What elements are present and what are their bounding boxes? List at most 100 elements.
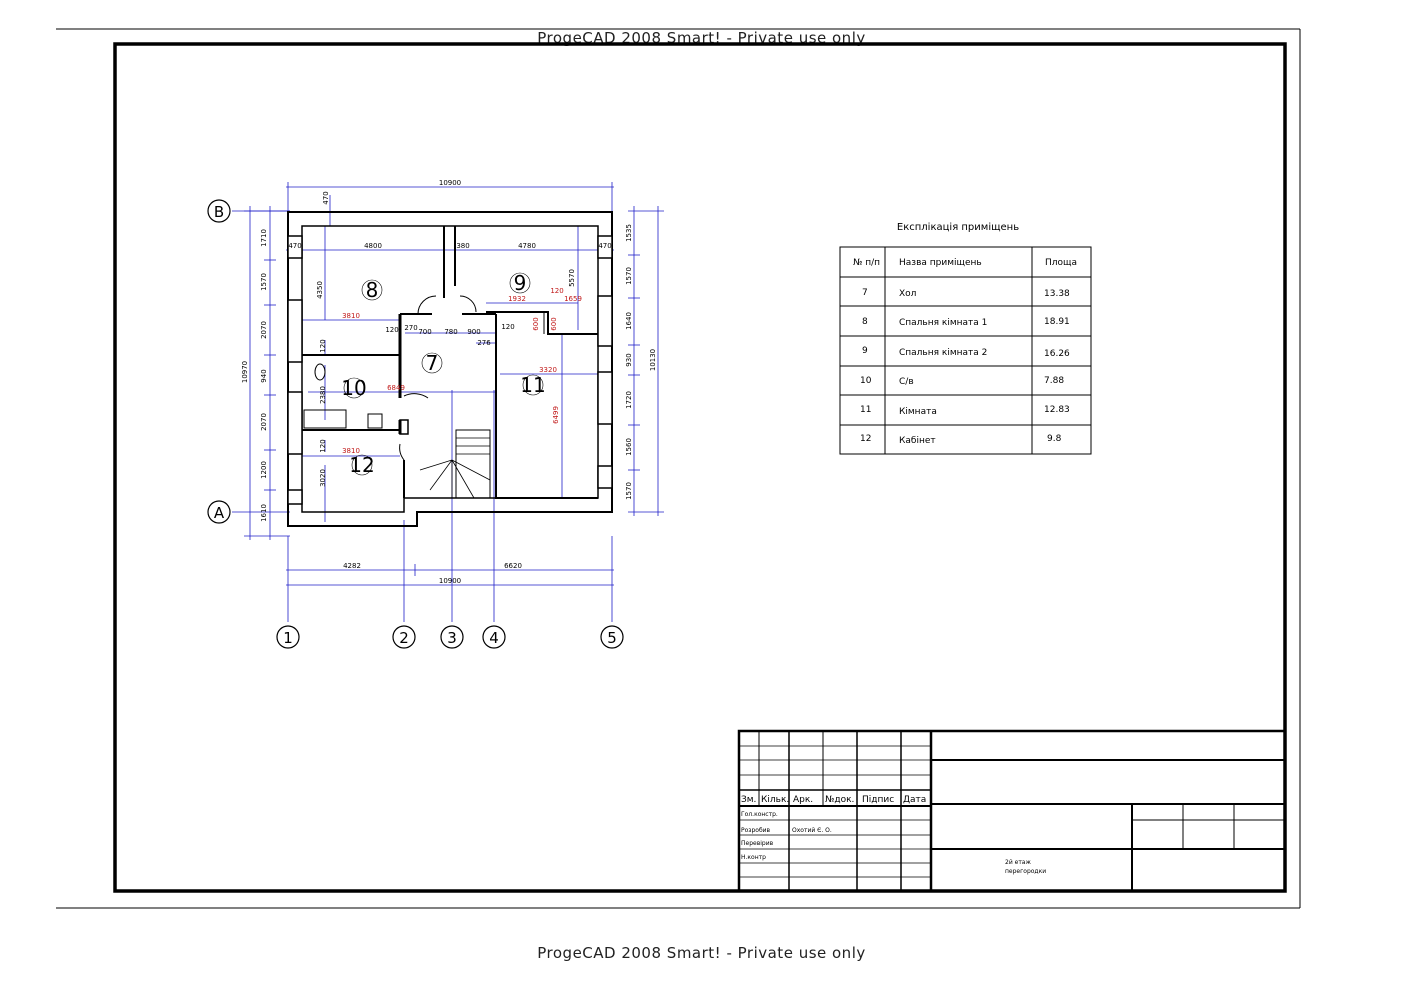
axis-bubble-1 (276, 625, 300, 649)
floor-plan: 8 9 7 10 11 12 В А 1 2 3 (207, 179, 664, 649)
table-header-num: № п/п (853, 258, 880, 268)
dim-text: 4780 (518, 242, 536, 250)
title-block-role: Перевірив (741, 840, 774, 847)
table-cell: 16.26 (1044, 349, 1070, 359)
explication-table: Експлікація приміщень № п/п Назва приміщ… (839, 221, 1092, 455)
axis-label-4: 4 (489, 629, 499, 647)
room-number-7: 7 (426, 351, 439, 375)
table-cell: 11 (860, 405, 871, 415)
dim-text: 940 (260, 369, 268, 382)
dim-text: 470 (322, 191, 330, 204)
axis-label-3: 3 (447, 629, 457, 647)
dim-text: 780 (444, 328, 457, 336)
dim-text: 1535 (625, 224, 633, 242)
room-number-11: 11 (520, 373, 545, 397)
title-block: Зм. Кільк. Арк. №док. Підпис Дата Гол.ко… (737, 729, 1287, 893)
dim-text: 1610 (260, 504, 268, 522)
dim-text: 1570 (625, 267, 633, 285)
table-header-name: Назва приміщень (899, 258, 982, 268)
table-header-area: Площа (1045, 258, 1077, 268)
sheet-title-line-1: 2й етаж (1005, 859, 1031, 866)
dim-text: 120 (501, 323, 514, 331)
table-cell: 12 (860, 434, 871, 444)
dim-text: 276 (477, 339, 491, 347)
table-cell: 9 (862, 346, 868, 356)
dim-text-red: 3810 (342, 312, 360, 320)
dim-text-red: 6849 (387, 384, 405, 392)
dim-text: 1200 (260, 461, 268, 479)
table-cell: С/в (899, 377, 914, 387)
axis-bubble-5 (600, 625, 624, 649)
dim-text: 1640 (625, 312, 633, 330)
explication-title: Експлікація приміщень (897, 221, 1019, 233)
axis-label-1: 1 (283, 629, 293, 647)
dim-text: 2380 (319, 386, 327, 404)
axis-label-2: 2 (399, 629, 409, 647)
dim-text: 700 (418, 328, 431, 336)
table-cell: Спальня кімната 2 (899, 348, 987, 358)
dim-text: 6620 (504, 562, 522, 570)
title-block-header: Кільк. (761, 795, 789, 805)
title-block-header: Арк. (793, 795, 813, 805)
sheet-frame (113, 42, 1287, 893)
table-cell: 12.83 (1044, 405, 1070, 415)
axis-bubble-a (207, 500, 231, 524)
title-block-role: Розробив (741, 827, 771, 834)
title-block-header: №док. (825, 795, 854, 805)
dim-text: 470 (598, 242, 611, 250)
table-cell: Кабінет (899, 436, 936, 446)
table-cell: 13.38 (1044, 289, 1070, 299)
axis-bubble-3 (440, 625, 464, 649)
dim-text: 1560 (625, 438, 633, 456)
developer-name: Охотий Є. О. (792, 827, 832, 834)
dim-text: 930 (625, 353, 633, 366)
table-cell: 7 (862, 288, 868, 298)
dim-text: 3020 (319, 469, 327, 487)
table-cell: Спальня кімната 1 (899, 318, 987, 328)
title-block-header: Підпис (862, 795, 894, 805)
dim-text: 4350 (316, 281, 324, 299)
dim-text: 10900 (439, 179, 461, 187)
table-cell: Хол (899, 289, 916, 299)
dim-text-red: 1659 (564, 295, 582, 303)
dim-text-red: 6499 (552, 406, 560, 424)
title-block-header: Дата (903, 795, 926, 805)
dim-text: 120 (385, 326, 398, 334)
table-cell: 8 (862, 317, 868, 327)
axis-bubble-v (207, 199, 231, 223)
dim-text: 2070 (260, 321, 268, 339)
table-cell: 18.91 (1044, 317, 1070, 327)
dim-text-red: 3810 (342, 447, 360, 455)
room-number-9: 9 (514, 271, 527, 295)
dim-text: 5570 (568, 269, 576, 287)
table-cell: 10 (860, 376, 872, 386)
dim-text-red: 120 (550, 287, 563, 295)
dim-text-red: 1932 (508, 295, 526, 303)
title-block-role: Н.контр (741, 854, 766, 861)
dim-text-red: 3320 (539, 366, 557, 374)
dim-text: 1710 (260, 229, 268, 247)
dim-text-red: 600 (550, 317, 558, 330)
room-number-8: 8 (366, 278, 379, 302)
walls (287, 211, 613, 527)
axis-label-5: 5 (607, 629, 617, 647)
axis-bubble-2 (392, 625, 416, 649)
dim-text: 120 (319, 339, 327, 352)
room-number-10: 10 (341, 376, 366, 400)
sheet-title-line-2: перегородки (1005, 868, 1046, 875)
dim-text: 1570 (625, 482, 633, 500)
dim-text: 4282 (343, 562, 361, 570)
dim-text: 10130 (649, 349, 657, 371)
dim-text: 470 (288, 242, 301, 250)
axis-label-v: В (214, 203, 224, 221)
dim-text: 120 (319, 439, 327, 452)
dim-text: 10900 (439, 577, 461, 585)
title-block-header: Зм. (741, 795, 756, 805)
table-cell: Кімната (899, 407, 937, 417)
dim-text: 380 (456, 242, 469, 250)
dim-text: 10970 (241, 361, 249, 383)
dim-text: 4800 (364, 242, 382, 250)
dim-text-red: 600 (532, 317, 540, 330)
dim-text: 1570 (260, 273, 268, 291)
